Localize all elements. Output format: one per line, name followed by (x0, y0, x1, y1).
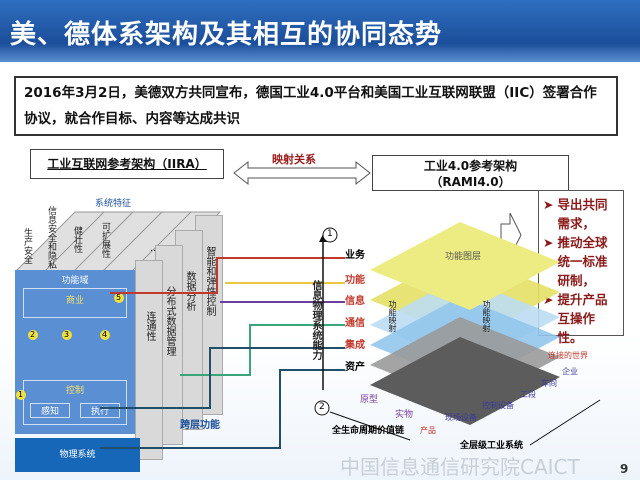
rami-title-text: 工业4.0参考架构 (423, 159, 518, 173)
map-label: 功能映射 (482, 300, 491, 332)
slice-label: 智能和弹性控制 (204, 246, 215, 316)
bullet-item: ➤导出共同需求， (543, 195, 619, 233)
map-label: 功能映射 (388, 300, 397, 332)
hierarchy-item: 连接的世界 (548, 351, 588, 360)
bullet-item: ➤提升产品互操作性。 (543, 290, 619, 347)
control-label: 控制 (65, 386, 84, 396)
bullet-text: 导出共同需求， (557, 197, 608, 231)
layer-label: 功能 (345, 275, 365, 286)
rami-subtitle: （RAMI4.0） (430, 175, 511, 189)
feature-label: 健壮性 (72, 226, 82, 253)
feature-label: 信息安全和隐私 (46, 206, 56, 269)
domain-label: 功能域 (61, 276, 89, 286)
number-badge: 1 (18, 390, 24, 399)
axis-number: 1 (327, 229, 333, 239)
lifecycle-item: 实物 (395, 410, 414, 420)
number-badge: 4 (102, 330, 108, 339)
bullet-arrow-icon: ➤ (543, 235, 554, 250)
layer-label: 资产 (345, 362, 365, 373)
hierarchy-item: 企业 (562, 367, 578, 376)
control-box: 控制 感知 执行 (23, 380, 127, 425)
slide-title: 美、德体系架构及其相互的协同态势 (0, 0, 640, 62)
bullet-text: 提升产品互操作性。 (557, 292, 608, 345)
layer-label: 业务 (345, 250, 365, 261)
lifecycle-item: 原型 (360, 395, 379, 405)
physical-system: 物理系统 (15, 438, 140, 472)
bullet-text: 推动全球统一标准研制， (557, 235, 608, 288)
hierarchy-item: 控制设备 (482, 401, 514, 410)
hierarchy-item: 现场设备 (445, 413, 477, 422)
business-label: 商业 (65, 296, 84, 306)
top-layer-label: 功能图层 (445, 252, 482, 262)
hierarchy-item: 产品 (420, 426, 436, 435)
sense-label: 感知 (30, 403, 70, 418)
hierarchy-item: 车间 (541, 379, 557, 388)
layer-label: 通信 (345, 318, 365, 329)
cross-function-label: 跨层功能 (180, 420, 220, 431)
rami-title: 工业4.0参考架构 （RAMI4.0） (372, 155, 569, 191)
feature-label: … (150, 244, 159, 254)
act-label: 执行 (80, 403, 120, 418)
lifecycle-axis-label: 全生命周期价值链 (332, 426, 405, 436)
bullet-arrow-icon: ➤ (543, 292, 554, 307)
number-badge: 2 (30, 330, 36, 339)
announcement-box: 2016年3月2日，美德双方共同宣布，德国工业4.0平台和美国工业互联网联盟（I… (14, 76, 618, 136)
hierarchy-axis-label: 全层级工业系统 (460, 441, 524, 451)
layer-label: 信息 (345, 296, 365, 307)
slice-label: 数据分析 (184, 271, 195, 311)
business-box: 商业 (23, 288, 127, 318)
layer-label: 集成 (345, 340, 365, 351)
hierarchy-item: 工段 (520, 390, 536, 399)
axis-number: 2 (319, 402, 325, 412)
number-badge: 5 (116, 293, 122, 302)
bullet-item: ➤推动全球统一标准研制， (543, 233, 619, 290)
axis-label: 信息物理系统能力 (310, 280, 321, 360)
watermark: 中国信息通信研究院CAICT (340, 455, 580, 479)
iira-title: 工业互联网参考架构（IIRA） (30, 149, 224, 179)
domain-markers (16, 293, 124, 400)
slice-label: 连通性 (144, 311, 155, 341)
mapping-label: 映射关系 (272, 153, 316, 166)
feature-label: 生产安全 (22, 228, 32, 264)
bullet-arrow-icon: ➤ (543, 197, 554, 212)
slice-label: 分布式数据管理 (164, 286, 175, 356)
feature-label: 可扩展性 (100, 222, 110, 258)
system-features-label: 系统特征 (95, 199, 132, 209)
page-number: 9 (620, 462, 629, 476)
functional-domain: 功能域 商业 控制 感知 执行 5 2 3 4 1 (15, 270, 135, 434)
bullet-list: ➤导出共同需求， ➤推动全球统一标准研制， ➤提升产品互操作性。 (538, 190, 624, 345)
double-arrow-icon (233, 160, 371, 186)
number-badge: 3 (64, 330, 70, 339)
